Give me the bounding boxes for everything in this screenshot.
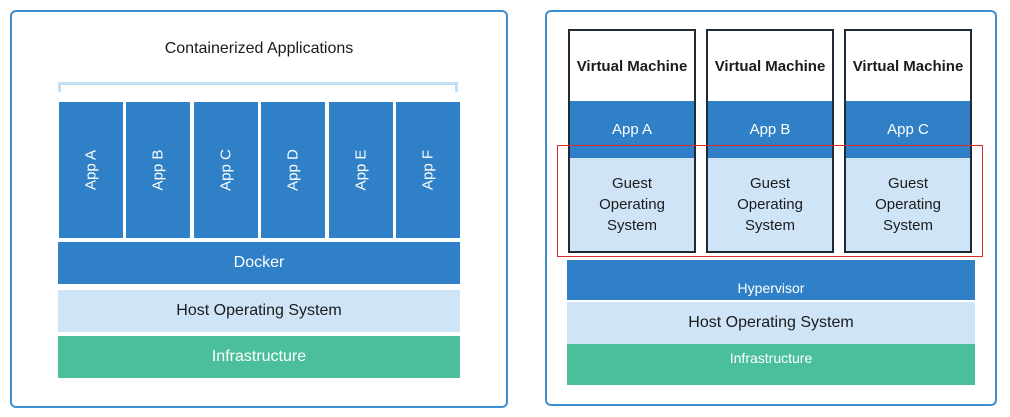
app-block-d: App D bbox=[261, 102, 325, 238]
apps-bracket bbox=[58, 82, 458, 92]
app-label: App B bbox=[149, 149, 167, 191]
guest-os-label: Guest Operating System bbox=[846, 158, 970, 251]
app-label: App F bbox=[419, 149, 437, 191]
infrastructure-layer: Infrastructure bbox=[58, 336, 460, 378]
guest-os-label: Guest Operating System bbox=[570, 158, 694, 251]
host-os-layer: Host Operating System bbox=[58, 290, 460, 332]
guest-os-label: Guest Operating System bbox=[708, 158, 832, 251]
vm-app-label: App A bbox=[570, 101, 694, 158]
vms-panel: Virtual Machine App A Guest Operating Sy… bbox=[545, 10, 997, 406]
app-block-f: App F bbox=[396, 102, 460, 238]
virtual-machine-b: Virtual Machine App B Guest Operating Sy… bbox=[706, 29, 834, 253]
vm-app-label: App C bbox=[846, 101, 970, 158]
docker-layer: Docker bbox=[58, 242, 460, 284]
host-os-layer: Host Operating System bbox=[567, 302, 975, 344]
vm-title: Virtual Machine bbox=[714, 57, 826, 75]
virtual-machine-a: Virtual Machine App A Guest Operating Sy… bbox=[568, 29, 696, 253]
hypervisor-layer: Hypervisor bbox=[567, 260, 975, 300]
app-block-a: App A bbox=[59, 102, 123, 238]
containers-panel: Containerized Applications App A App B A… bbox=[10, 10, 508, 408]
app-block-e: App E bbox=[329, 102, 393, 238]
vm-title: Virtual Machine bbox=[852, 57, 964, 75]
app-label: App D bbox=[284, 149, 302, 191]
vm-title: Virtual Machine bbox=[576, 57, 688, 75]
guest-os-highlight-box bbox=[557, 145, 983, 257]
app-block-c: App C bbox=[194, 102, 258, 238]
infrastructure-layer: Infrastructure bbox=[567, 344, 975, 385]
app-label: App A bbox=[82, 149, 100, 191]
app-label: App E bbox=[352, 149, 370, 191]
app-label: App C bbox=[217, 149, 235, 191]
virtual-machine-c: Virtual Machine App C Guest Operating Sy… bbox=[844, 29, 972, 253]
containers-title: Containerized Applications bbox=[164, 40, 354, 57]
vm-app-label: App B bbox=[708, 101, 832, 158]
app-block-b: App B bbox=[126, 102, 190, 238]
